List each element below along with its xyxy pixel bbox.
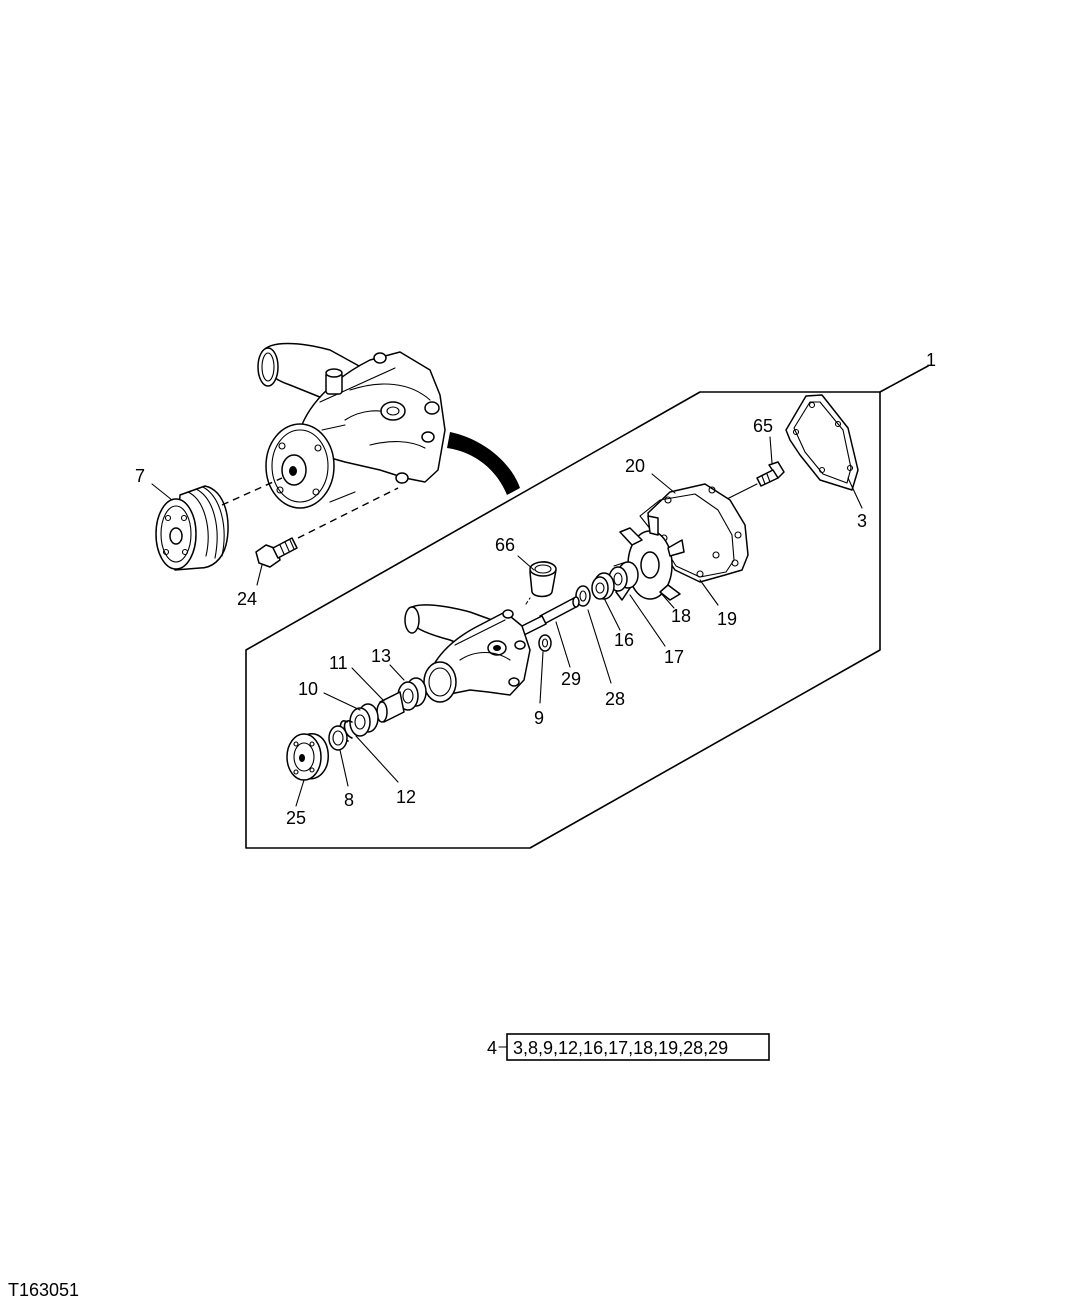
spacer-part-11: [376, 691, 405, 723]
shaft-part-29: [517, 596, 580, 637]
callout-12: 12: [396, 787, 416, 807]
kit-parts-box: [506, 1033, 770, 1061]
callout-66: 66: [495, 535, 515, 555]
bolt-part-65: [756, 461, 785, 487]
leader-lines: [151, 436, 863, 807]
callout-28: 28: [605, 689, 625, 709]
figure-id: T163051: [8, 1280, 79, 1300]
gasket-part-3: [785, 394, 859, 491]
callout-65: 65: [753, 416, 773, 436]
callout-11: 11: [329, 653, 348, 673]
seal-ring-part-16: [591, 572, 615, 600]
kit-parts-list: 3,8,9,12,16,17,18,19,28,29: [513, 1038, 728, 1058]
direction-arrow: [447, 432, 520, 495]
assembled-water-pump: [257, 342, 446, 509]
pulley-part-7: [155, 485, 229, 571]
callout-9: 9: [534, 708, 544, 728]
callout-3: 3: [857, 511, 867, 531]
callout-8: 8: [344, 790, 354, 810]
flange-hub-part-25: [286, 733, 329, 781]
callout-16: 16: [614, 630, 634, 650]
callout-24: 24: [237, 589, 257, 609]
callout-29: 29: [561, 669, 581, 689]
snap-ring-part-9: [538, 634, 552, 652]
callout-7: 7: [135, 466, 145, 486]
callout-17: 17: [664, 647, 684, 667]
washer-part-8: [328, 725, 348, 751]
callout-10: 10: [298, 679, 318, 699]
bolt-part-24: [255, 537, 298, 568]
pump-housing: [404, 604, 531, 703]
fitting-part-66: [529, 561, 557, 598]
kit-number: 4: [487, 1038, 497, 1058]
bearing-part-13: [397, 677, 427, 711]
kit-legend: 4 3,8,9,12,16,17,18,19,28,29: [487, 1033, 770, 1061]
callout-18: 18: [671, 606, 691, 626]
callout-labels: 1 3 7 8 9 10 11 12 13 16 17 18 19 20 24 …: [135, 350, 936, 828]
bearing-part-10: [349, 703, 379, 737]
callout-19: 19: [717, 609, 737, 629]
callout-25: 25: [286, 808, 306, 828]
callout-13: 13: [371, 646, 391, 666]
callout-20: 20: [625, 456, 645, 476]
callout-1: 1: [926, 350, 936, 370]
impeller-part-18: [615, 515, 685, 601]
